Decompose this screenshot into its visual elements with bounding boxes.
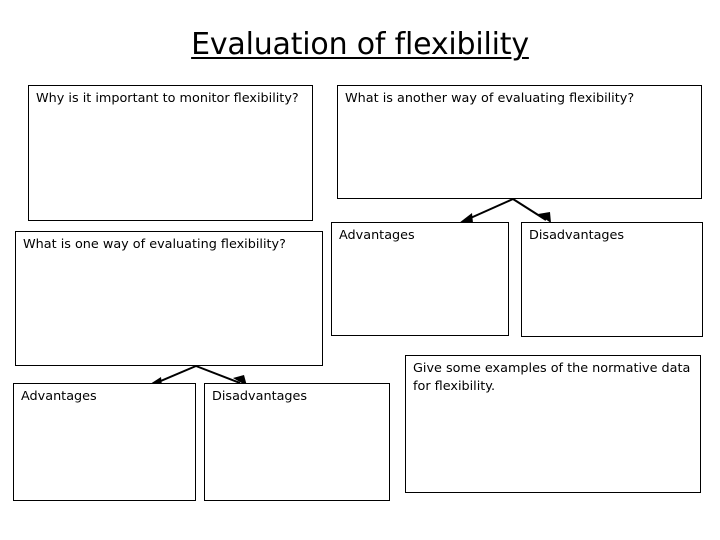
arrowhead-right-icon [538, 212, 551, 223]
page-title: Evaluation of flexibility [0, 28, 720, 62]
box-why-monitor-text: Why is it important to monitor flexibili… [36, 91, 299, 106]
box-normative-data[interactable]: Give some examples of the normative data… [405, 355, 701, 493]
arrowhead-left-icon [459, 213, 473, 223]
box-disadvantages-left[interactable]: Disadvantages [204, 383, 390, 501]
connector-another-way-branch [459, 198, 551, 223]
connector-left-leg [465, 198, 514, 221]
box-disadvantages-right-text: Disadvantages [529, 228, 625, 243]
box-advantages-right[interactable]: Advantages [331, 222, 509, 336]
connector-right-leg [512, 198, 547, 221]
box-normative-data-text: Give some examples of the normative data… [413, 361, 691, 394]
box-disadvantages-left-text: Disadvantages [212, 389, 308, 404]
box-another-way[interactable]: What is another way of evaluating flexib… [337, 85, 702, 199]
box-advantages-left-text: Advantages [21, 389, 97, 404]
box-advantages-left[interactable]: Advantages [13, 383, 196, 501]
connector-right-leg [195, 365, 241, 384]
box-disadvantages-right[interactable]: Disadvantages [521, 222, 703, 337]
connector-left-leg [155, 365, 197, 384]
box-one-way[interactable]: What is one way of evaluating flexibilit… [15, 231, 323, 366]
box-another-way-text: What is another way of evaluating flexib… [345, 91, 635, 106]
page-title-text: Evaluation of flexibility [191, 27, 529, 62]
box-one-way-text: What is one way of evaluating flexibilit… [23, 237, 286, 252]
box-advantages-right-text: Advantages [339, 228, 415, 243]
box-why-monitor[interactable]: Why is it important to monitor flexibili… [28, 85, 313, 221]
